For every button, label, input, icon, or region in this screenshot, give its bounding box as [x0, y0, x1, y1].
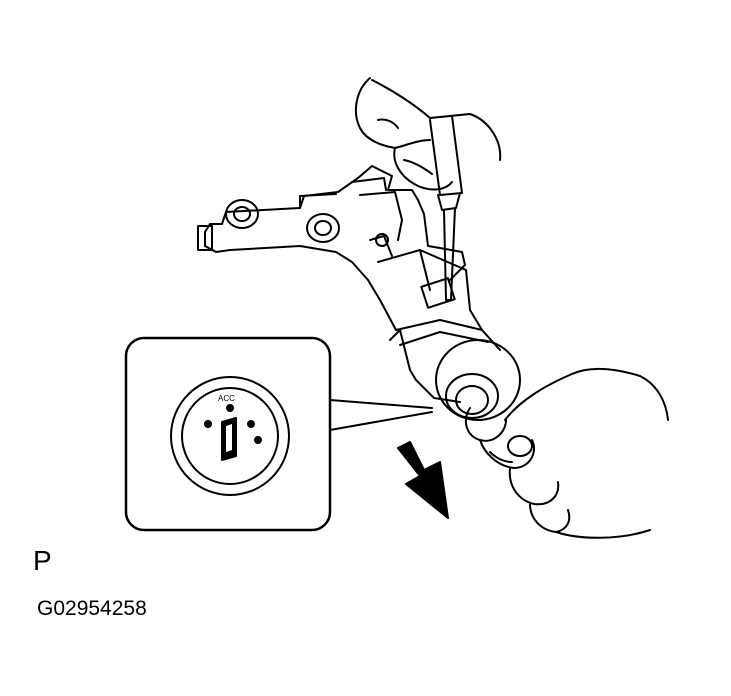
lock-cylinder-barrel	[367, 249, 501, 403]
ignition-dial-detail	[170, 376, 290, 496]
pull-direction-arrow	[397, 441, 449, 519]
callout-leader	[329, 399, 433, 431]
inset-frame	[124, 336, 332, 532]
figure-code: G02954258	[37, 597, 147, 620]
key-cylinder-end	[435, 339, 521, 421]
switch-housing	[197, 165, 466, 281]
acc-position-label: ACC	[218, 394, 235, 403]
screwdriver	[429, 115, 463, 301]
upper-hand	[354, 77, 502, 191]
lower-hand	[464, 367, 669, 539]
position-label: P	[33, 545, 52, 576]
